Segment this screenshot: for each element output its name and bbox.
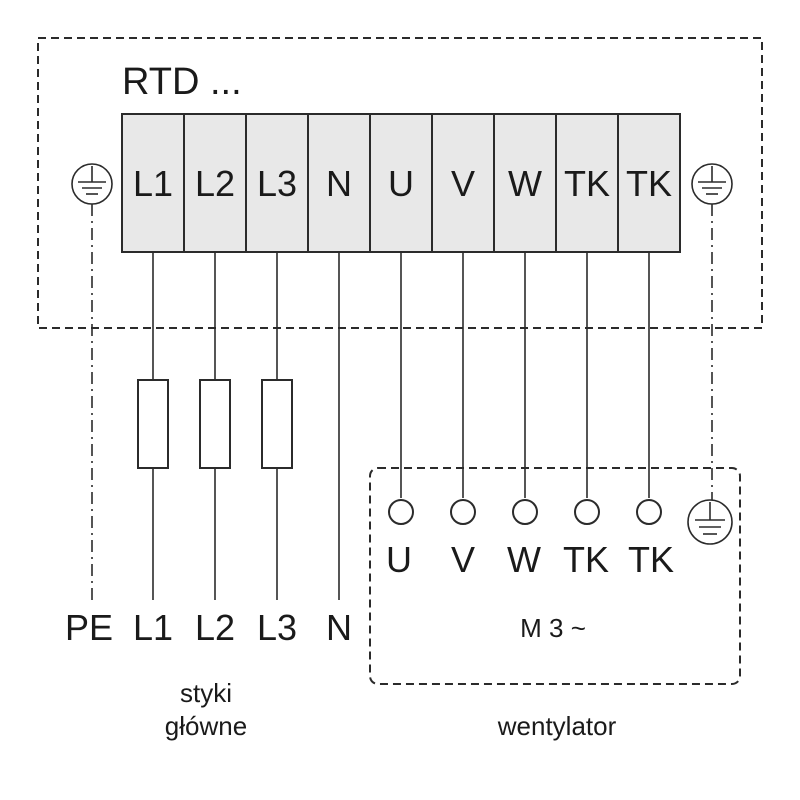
fan-caption: wentylator: [497, 711, 617, 741]
terminal-label-n: N: [326, 163, 352, 204]
fuse-icon: [261, 379, 293, 469]
terminal-node-icon: [388, 499, 414, 525]
terminal-cell-l1: [121, 113, 185, 253]
terminal-block: L1 L2 L3 N U V W TK TK: [121, 113, 681, 253]
terminal-label-l2: L2: [195, 163, 235, 204]
ground-icon: [687, 499, 733, 545]
controller-title: RTD ...: [122, 61, 242, 103]
fan-label-tk2: TK: [628, 539, 674, 580]
fan-label-u: U: [386, 539, 412, 580]
supply-caption-line2: główne: [165, 711, 247, 741]
fan-label-v: V: [451, 539, 475, 580]
fuse-icon: [137, 379, 169, 469]
supply-caption-line1: styki: [180, 678, 232, 708]
terminal-label-tk1: TK: [564, 163, 610, 204]
terminal-node-icon: [574, 499, 600, 525]
terminal-label-l1: L1: [133, 163, 173, 204]
supply-label-l2: L2: [195, 607, 235, 648]
terminal-cell-v: [431, 113, 495, 253]
terminal-node-icon: [512, 499, 538, 525]
supply-label-l3: L3: [257, 607, 297, 648]
terminal-node-icon: [450, 499, 476, 525]
fuse-icon: [199, 379, 231, 469]
fan-label-tk1: TK: [563, 539, 609, 580]
motor-label: M 3 ~: [520, 613, 586, 643]
supply-label-n: N: [326, 607, 352, 648]
terminal-label-w: W: [508, 163, 542, 204]
terminal-cell-tk1: [555, 113, 619, 253]
terminal-label-v: V: [451, 163, 475, 204]
fan-frame: [369, 467, 741, 685]
supply-label-pe: PE: [65, 607, 113, 648]
ground-icon: [691, 163, 733, 205]
terminal-node-icon: [636, 499, 662, 525]
fan-label-w: W: [507, 539, 541, 580]
terminal-label-u: U: [388, 163, 414, 204]
terminal-cell-l2: [183, 113, 247, 253]
terminal-label-l3: L3: [257, 163, 297, 204]
ground-icon: [71, 163, 113, 205]
terminal-label-tk2: TK: [626, 163, 672, 204]
supply-label-l1: L1: [133, 607, 173, 648]
